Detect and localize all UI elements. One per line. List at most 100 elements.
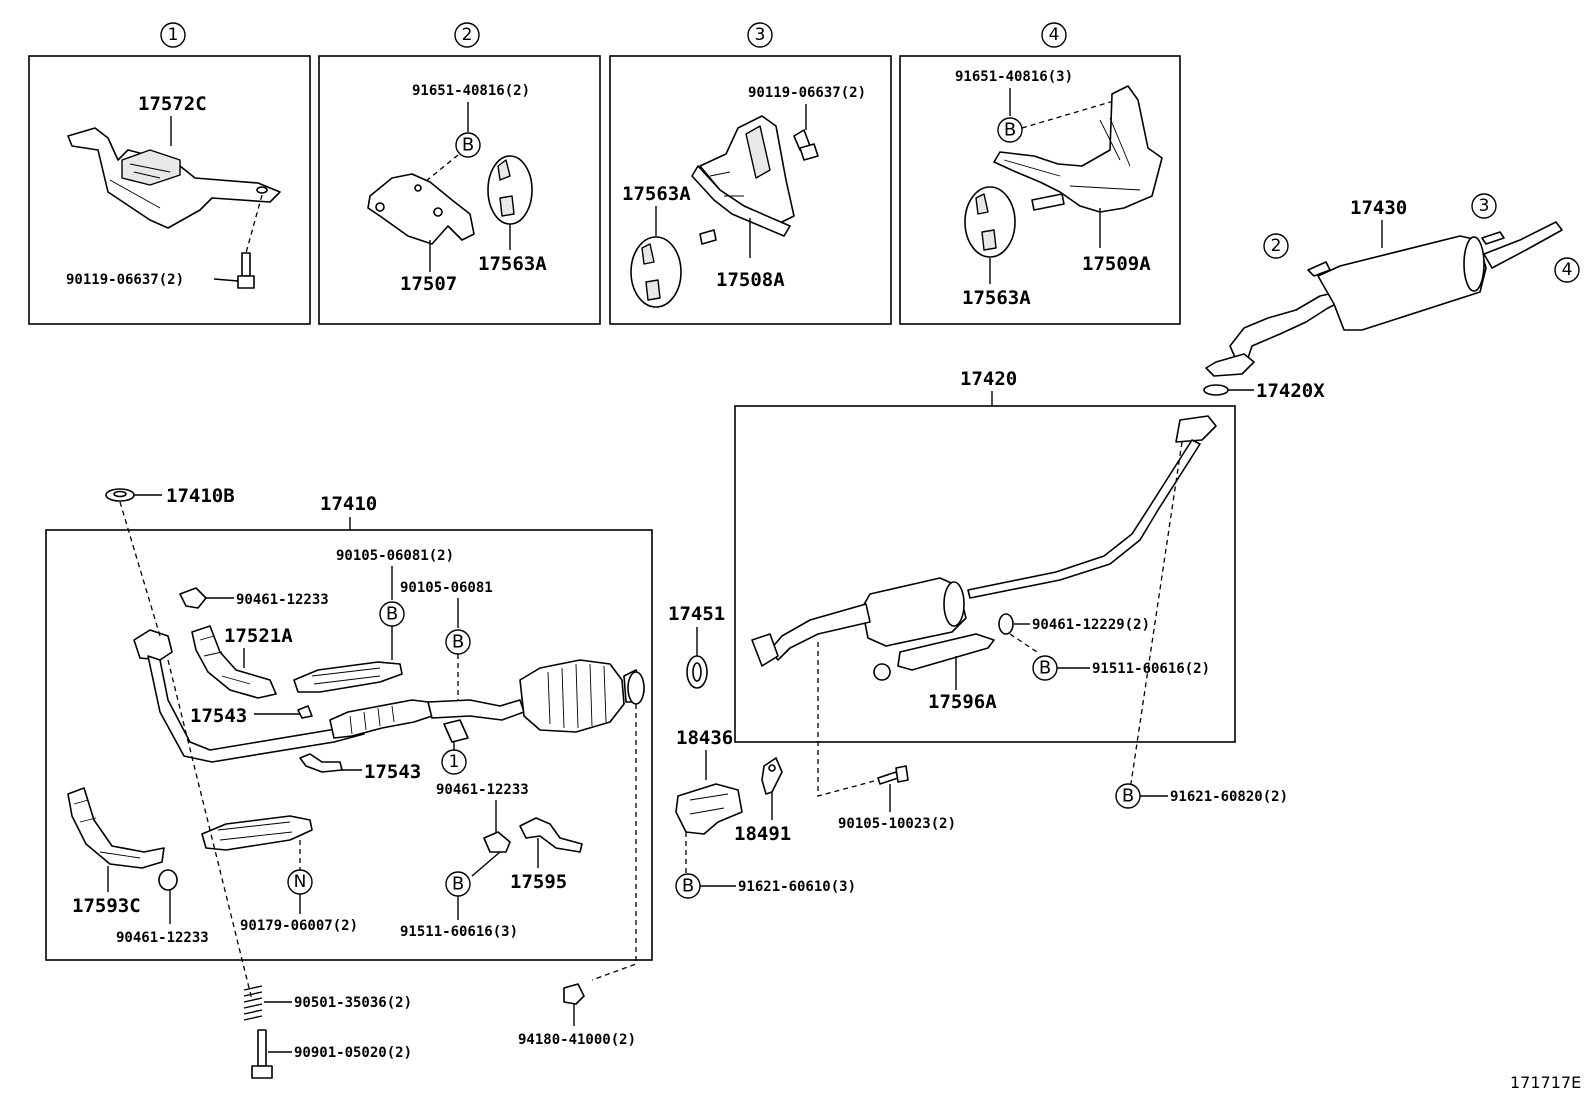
callout-1-front-text: 1 [449,752,460,772]
part-17420X-gasket [1203,384,1229,396]
callout-4-text: 4 [1049,25,1060,45]
callout-3-muffler: 3 [1471,193,1497,219]
callout-B-front-3-text: B [452,874,464,895]
callout-B-box4: B [997,117,1023,143]
label-17420X: 17420X [1256,380,1325,402]
part-17543-clip-a [297,705,313,719]
bolt-90119-06637-box3 [793,129,819,161]
callout-B-front-3: B [445,871,471,897]
callout-B-front-2-text: B [452,632,464,653]
front-pipe-box [45,529,653,961]
label-90105-10023-2: 90105-10023(2) [838,816,956,832]
part-90901-05020-bolt [251,1029,273,1079]
part-17509A-bracket [993,85,1163,213]
callout-B-text: B [462,135,474,156]
label-90119-06637-2-box3: 90119-06637(2) [748,85,866,101]
label-91511-60616-2: 91511-60616(2) [1092,661,1210,677]
part-94180-41000-nut [563,983,585,1005]
detail-box-2 [318,55,601,325]
label-94180-41000-2: 94180-41000(2) [518,1032,636,1048]
callout-B-box4-text: B [1004,120,1016,141]
label-90105-06081-2: 90105-06081(2) [336,548,454,564]
callout-1-text: 1 [168,25,179,45]
label-17563A-box2: 17563A [478,253,547,275]
callout-B-box2: B [455,132,481,158]
label-90105-06081: 90105-06081 [400,580,493,596]
diagram-id: 171717E [1510,1073,1581,1092]
callout-4-muffler: 4 [1554,257,1580,283]
label-91621-60820-2: 91621-60820(2) [1170,789,1288,805]
callout-4-top: 4 [1041,22,1067,48]
part-17563A-rubber-box2 [487,155,533,225]
label-17410: 17410 [320,493,377,515]
label-17563A-box4: 17563A [962,287,1031,309]
label-17563A-box3: 17563A [622,183,691,205]
callout-B-center-2-text: B [1122,786,1134,807]
callout-2-muffler-text: 2 [1271,236,1282,256]
label-17596A: 17596A [928,691,997,713]
callout-N: N [287,869,313,895]
label-17410B: 17410B [166,485,235,507]
part-90461-12233-clamp-c [158,869,178,891]
part-17572C-bracket [67,127,281,229]
label-90179-06007-2: 90179-06007(2) [240,918,358,934]
part-17508A-bracket [691,115,795,245]
label-17543-b: 17543 [364,761,421,783]
part-heat-insulator-lower [201,815,313,851]
part-17521A-heat-insulator [191,625,277,699]
callout-B-center-1: B [1032,655,1058,681]
center-pipe-box [734,405,1236,743]
label-91621-60610-3: 91621-60610(3) [738,879,856,895]
part-17563A-rubber-box3 [630,236,682,308]
callout-3-muffler-text: 3 [1479,196,1490,216]
label-90461-12233-b: 90461-12233 [436,782,529,798]
detail-box-3 [609,55,892,325]
label-17507: 17507 [400,273,457,295]
callout-3-top: 3 [747,22,773,48]
label-18436: 18436 [676,727,733,749]
label-17572C: 17572C [138,93,207,115]
detail-box-4 [899,55,1181,325]
label-17595: 17595 [510,871,567,893]
callout-1-front: 1 [441,749,467,775]
part-17410B-gasket [105,488,135,502]
label-91511-60616-3: 91511-60616(3) [400,924,518,940]
label-90501-35036-2: 90501-35036(2) [294,995,412,1011]
label-17451: 17451 [668,603,725,625]
label-17521A: 17521A [224,625,293,647]
part-17410-front-pipe [133,629,645,763]
callout-B-middle-text: B [682,876,694,897]
part-18491-bracket [761,757,783,795]
label-17508A: 17508A [716,269,785,291]
detail-box-1 [28,55,311,325]
part-90461-12233-clamp-a [179,587,207,609]
label-17593C: 17593C [72,895,141,917]
part-17595-bracket [519,817,583,853]
callout-B-center-1-text: B [1039,658,1051,679]
callout-B-center-2: B [1115,783,1141,809]
callout-1-top: 1 [160,22,186,48]
label-90119-06637-2-box1: 90119-06637(2) [66,272,184,288]
label-17509A: 17509A [1082,253,1151,275]
callout-N-text: N [294,872,307,892]
part-17507-hanger [367,173,475,245]
label-17430: 17430 [1350,197,1407,219]
part-17430-muffler [1205,221,1563,377]
callout-B-front-1-text: B [386,604,398,625]
callout-4-muffler-text: 4 [1562,260,1573,280]
callout-2-muffler: 2 [1263,233,1289,259]
part-17563A-rubber-box4 [964,186,1016,258]
part-17596A-heat-insulator [873,633,995,681]
part-17593C-heat-insulator [67,787,165,869]
callout-B-front-2: B [445,629,471,655]
part-18436-heat-insulator [675,783,743,835]
label-17543-a: 17543 [190,705,247,727]
callout-B-front-1: B [379,601,405,627]
bolt-90119-06637-box1 [237,252,255,289]
part-90461-12233-clamp-b [483,831,511,853]
part-heat-insulator-upper [293,661,403,693]
label-90461-12233-c: 90461-12233 [116,930,209,946]
part-90501-35036-spring [243,985,263,1021]
callout-3-text: 3 [755,25,766,45]
